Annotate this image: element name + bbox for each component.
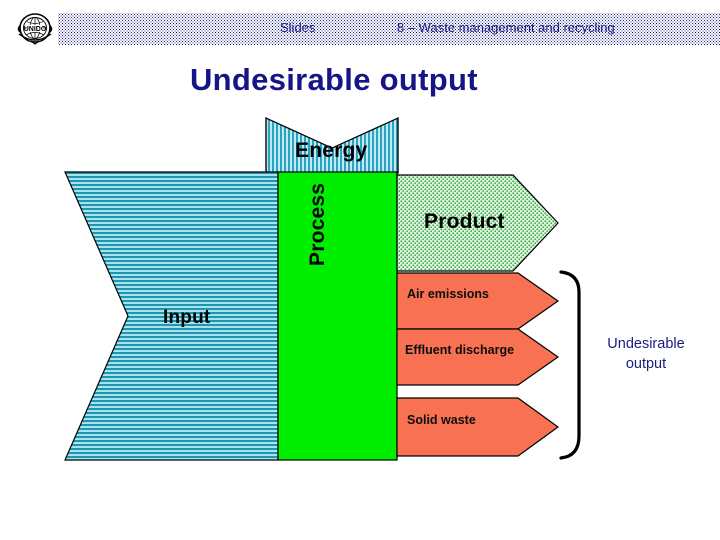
unido-emblem-icon: UNIDO: [14, 12, 56, 46]
header-chapter-label: 8 – Waste management and recycling: [397, 20, 615, 35]
svg-text:UNIDO: UNIDO: [24, 26, 47, 33]
product-label: Product: [424, 210, 505, 233]
undesirable-output-line2: output: [625, 356, 667, 372]
undesirable-output-label: Undesirable output: [586, 334, 706, 374]
effluent-discharge-arrow: [396, 328, 560, 386]
energy-arrow: [265, 117, 399, 174]
process-label: Process: [306, 182, 329, 266]
solid-waste-label: Solid waste: [407, 413, 476, 427]
input-arrow: [64, 171, 279, 461]
header-dotted-band: [58, 13, 720, 45]
undesirable-brace: [559, 270, 581, 460]
page-header: UNIDO Slides 8 – Waste management and re…: [0, 0, 720, 48]
product-arrow: [396, 174, 559, 272]
process-block: [277, 171, 398, 461]
header-slides-label: Slides: [280, 20, 316, 35]
input-label: Input: [163, 307, 211, 328]
air-emissions-arrow: [396, 272, 560, 330]
energy-label: Energy: [295, 139, 368, 162]
effluent-discharge-label: Effluent discharge: [405, 343, 515, 357]
undesirable-output-line1: Undesirable: [607, 336, 685, 352]
page-title: Undesirable output: [190, 62, 478, 97]
solid-waste-arrow: [396, 397, 560, 457]
air-emissions-label: Air emissions: [407, 287, 489, 301]
